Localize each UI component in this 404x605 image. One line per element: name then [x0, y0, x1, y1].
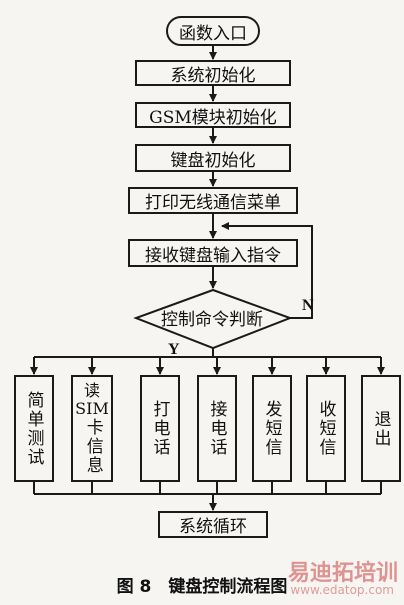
branch-send-sms: 发短信	[252, 375, 292, 482]
node-system-init: 系统初始化	[135, 60, 291, 86]
branch-exit: 退出	[361, 375, 401, 482]
node-print-menu: 打印无线通信菜单	[128, 187, 298, 214]
branch-read-sim-line3: 卡信息	[82, 418, 103, 476]
branch-read-sim-info: 读 SIM 卡信息	[71, 375, 113, 482]
branch-receive-sms: 收短信	[306, 375, 346, 482]
branch-simple-test: 简单测试	[14, 375, 54, 482]
branch-read-sim-line1: 读	[83, 380, 100, 400]
branch-answer-call: 接电话	[197, 375, 237, 482]
node-keyboard-init: 键盘初始化	[135, 144, 291, 172]
branch-read-sim-line2: SIM	[75, 399, 109, 418]
node-gsm-init: GSM模块初始化	[135, 102, 291, 128]
decision-label: 控制命令判断	[161, 309, 263, 330]
decision-diamond	[133, 288, 293, 350]
node-receive-command: 接收键盘输入指令	[128, 239, 298, 267]
no-label: N	[302, 297, 314, 314]
node-entry: 函数入口	[166, 16, 260, 46]
branch-make-call: 打电话	[140, 375, 180, 482]
figure-caption: 图 8 键盘控制流程图	[116, 577, 288, 597]
node-system-loop: 系统循环	[158, 511, 268, 538]
yes-label: Y	[168, 341, 180, 358]
watermark-brand: 易迪拓培训	[287, 561, 398, 586]
watermark-url: www.edatop.com	[290, 583, 394, 597]
